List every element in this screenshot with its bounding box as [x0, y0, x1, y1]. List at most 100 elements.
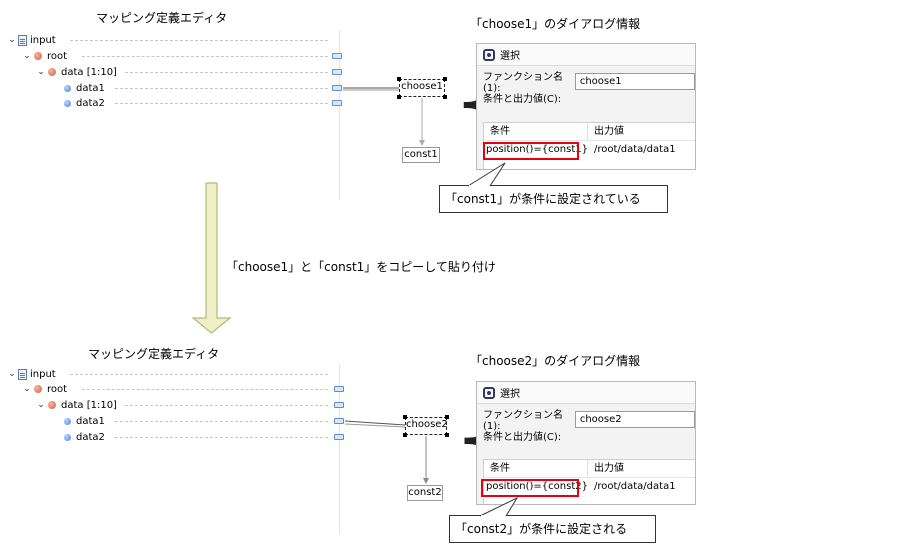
dialog-info-caption-top: 「choose1」のダイアログ情報	[470, 17, 641, 31]
app-icon	[483, 48, 495, 61]
conditions-label: 条件と出力値(C):	[483, 432, 562, 443]
resize-handle[interactable]	[397, 77, 401, 81]
guide-line	[125, 72, 328, 73]
column-header-condition[interactable]: 条件	[484, 460, 588, 477]
chevron-down-icon[interactable]: ⌄	[8, 35, 16, 45]
const-node-top[interactable]: const1	[402, 147, 440, 163]
resize-handle[interactable]	[443, 95, 447, 99]
column-header-condition[interactable]: 条件	[484, 123, 588, 140]
table-row[interactable]: position()={const2} /root/data/data1	[484, 478, 695, 496]
resize-handle[interactable]	[445, 415, 449, 419]
output-cell[interactable]: /root/data/data1	[594, 144, 676, 155]
conditions-label: 条件と出力値(C):	[483, 94, 562, 105]
guide-line	[115, 88, 328, 89]
tree-label-input: input	[30, 368, 56, 380]
connector-line	[344, 420, 406, 426]
resize-handle[interactable]	[445, 433, 449, 437]
arrowhead-icon	[423, 478, 429, 484]
editor-caption-top: マッピング定義エディタ	[96, 11, 228, 25]
function-name-input[interactable]: choose1	[574, 72, 695, 90]
condition-highlight-box	[481, 479, 579, 497]
app-icon	[483, 386, 495, 399]
copy-instruction-caption: 「choose1」と「const1」をコピーして貼り付け	[226, 260, 496, 274]
tree-label-data2: data2	[76, 431, 105, 443]
table-header: 条件 出力値	[484, 123, 695, 141]
leaf-node-icon	[64, 417, 71, 425]
resize-handle[interactable]	[403, 415, 407, 419]
guide-line	[82, 56, 328, 57]
tree-label-root: root	[47, 50, 68, 62]
condition-cell[interactable]: position()={const2}	[486, 481, 588, 492]
choose-node-top[interactable]: choose1	[399, 79, 445, 97]
output-port[interactable]	[334, 418, 344, 424]
chevron-down-icon[interactable]: ⌄	[23, 384, 31, 394]
dialog-title: 選択	[500, 51, 520, 62]
function-name-label: ファンクション名(1):	[483, 72, 563, 94]
tree-item-input[interactable]: ⌄ input	[7, 367, 56, 381]
guide-line	[70, 374, 328, 375]
connector-line	[344, 423, 406, 428]
output-port[interactable]	[332, 69, 342, 75]
table-row[interactable]: position()={const1} /root/data/data1	[484, 141, 695, 159]
dialog-title-bar: 選択	[477, 44, 695, 66]
output-port[interactable]	[334, 402, 344, 408]
choose-node-bottom[interactable]: choose2	[405, 417, 448, 435]
callout-top: 「const1」が条件に設定されている	[439, 185, 668, 213]
tree-item-root[interactable]: ⌄ root	[22, 382, 67, 396]
guide-line	[70, 40, 328, 41]
output-cell[interactable]: /root/data/data1	[594, 481, 676, 492]
tree-item-data2[interactable]: data2	[62, 430, 105, 444]
tree-label-data: data [1:10]	[61, 66, 117, 78]
output-port[interactable]	[334, 434, 344, 440]
column-header-output[interactable]: 出力値	[594, 126, 624, 137]
chevron-down-icon[interactable]: ⌄	[8, 369, 16, 379]
guide-line	[82, 389, 328, 390]
const-node-bottom[interactable]: const2	[407, 485, 443, 501]
leaf-node-icon	[64, 433, 71, 441]
element-node-icon	[48, 68, 56, 76]
tree-item-data[interactable]: ⌄ data [1:10]	[36, 398, 117, 412]
guide-line	[115, 421, 328, 422]
tree-item-data1[interactable]: data1	[62, 81, 105, 95]
column-header-output[interactable]: 出力値	[594, 463, 624, 474]
output-port[interactable]	[332, 53, 342, 59]
table-header: 条件 出力値	[484, 460, 695, 478]
chevron-down-icon[interactable]: ⌄	[37, 67, 45, 77]
chevron-down-icon[interactable]: ⌄	[23, 51, 31, 61]
choose-dialog-bottom: 選択 ファンクション名(1): choose2 条件と出力値(C): 条件 出力…	[476, 381, 696, 505]
resize-handle[interactable]	[397, 95, 401, 99]
function-name-input[interactable]: choose2	[574, 410, 695, 428]
output-port[interactable]	[332, 85, 342, 91]
callout-bottom: 「const2」が条件に設定される	[449, 515, 656, 543]
condition-highlight-box	[483, 142, 579, 160]
tree-item-data[interactable]: ⌄ data [1:10]	[36, 65, 117, 79]
tree-label-data2: data2	[76, 97, 105, 109]
conditions-table: 条件 出力値 position()={const1} /root/data/da…	[483, 122, 695, 169]
element-node-icon	[48, 401, 56, 409]
tree-item-input[interactable]: ⌄ input	[7, 33, 56, 47]
callout-tail	[479, 496, 519, 517]
dialog-title: 選択	[500, 389, 520, 400]
callout-tail	[467, 162, 506, 187]
tree-item-data1[interactable]: data1	[62, 414, 105, 428]
condition-cell[interactable]: position()={const1}	[486, 144, 588, 155]
tree-item-root[interactable]: ⌄ root	[22, 49, 67, 63]
dialog-info-caption-bottom: 「choose2」のダイアログ情報	[470, 354, 641, 368]
guide-line	[125, 405, 328, 406]
element-node-icon	[34, 52, 42, 60]
output-port[interactable]	[332, 100, 342, 106]
arrowhead-icon	[419, 140, 425, 146]
element-node-icon	[34, 385, 42, 393]
tree-label-data1: data1	[76, 415, 105, 427]
conditions-table: 条件 出力値 position()={const2} /root/data/da…	[483, 459, 695, 504]
chevron-down-icon[interactable]: ⌄	[37, 400, 45, 410]
choose-dialog-top: 選択 ファンクション名(1): choose1 条件と出力値(C): 条件 出力…	[476, 43, 696, 170]
guide-line	[115, 437, 328, 438]
function-name-row: ファンクション名(1): choose2	[477, 408, 695, 432]
resize-handle[interactable]	[443, 77, 447, 81]
tree-item-data2[interactable]: data2	[62, 96, 105, 110]
resize-handle[interactable]	[403, 433, 407, 437]
output-port[interactable]	[334, 386, 344, 392]
mapping-editor-panel-bottom: ⌄ input ⌄ root ⌄ data [1:10] data1 data2	[0, 364, 344, 534]
